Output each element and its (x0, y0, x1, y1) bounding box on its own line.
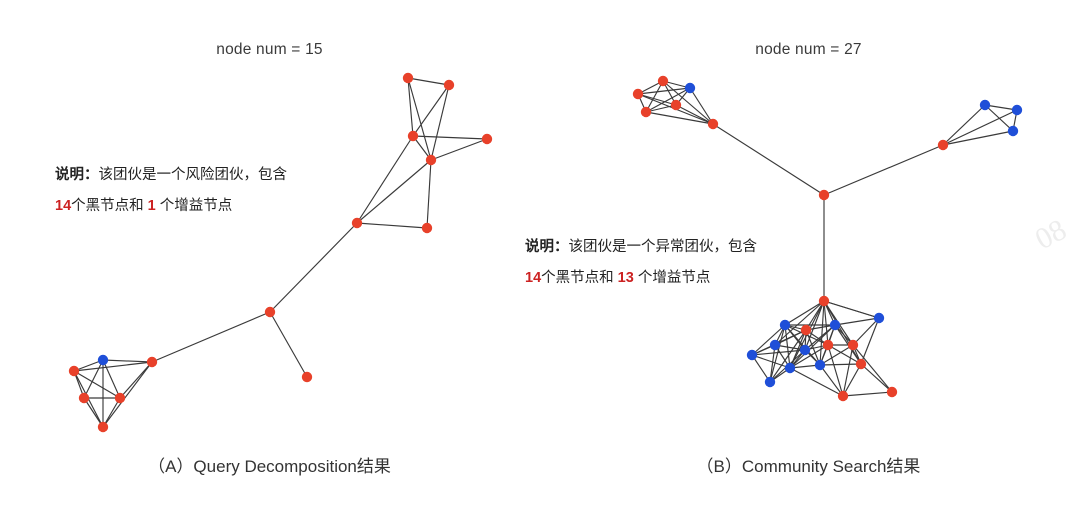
note-b-lead: 说明： (525, 239, 569, 255)
note-a-line1: 说明：该团伙是一个风险团伙，包含 (55, 160, 287, 191)
caption-panel-b: （B）Community Search结果 (696, 457, 921, 476)
note-text-a: 说明：该团伙是一个风险团伙，包含 14个黑节点和 1 个增益节点 (55, 160, 287, 222)
note-a-lead: 说明： (55, 167, 99, 183)
panel-community-search: node num = 27 （B）Community Search结果 (539, 0, 1078, 517)
note-b-line1: 说明：该团伙是一个异常团伙，包含 (525, 232, 757, 263)
note-a-tail: 个增益节点 (159, 198, 233, 214)
node-num-label-a: node num = 15 (216, 41, 323, 58)
node-num-label-b: node num = 27 (755, 41, 862, 58)
note-a-mid: 个黑节点和 (71, 198, 144, 214)
note-a-gain-count: 1 (147, 198, 156, 214)
note-b-mid: 个黑节点和 (541, 270, 614, 286)
panel-query-decomposition: node num = 15 说明：该团伙是一个风险团伙，包含 14个黑节点和 1… (55, 41, 391, 476)
note-b-tail: 个增益节点 (637, 270, 711, 286)
note-b-gain-count: 13 (617, 270, 634, 286)
caption-panel-a: （A）Query Decomposition结果 (148, 457, 391, 476)
note-a-line2: 14个黑节点和 1 个增益节点 (55, 191, 287, 222)
note-b-line1-rest: 该团伙是一个异常团伙，包含 (568, 239, 758, 255)
note-b-line2: 14个黑节点和 13 个增益节点 (525, 263, 757, 294)
note-a-black-count: 14 (55, 198, 72, 214)
note-b-black-count: 14 (525, 270, 542, 286)
note-text-b: 说明：该团伙是一个异常团伙，包含 14个黑节点和 13 个增益节点 (525, 232, 757, 294)
note-a-line1-rest: 该团伙是一个风险团伙，包含 (98, 167, 288, 183)
